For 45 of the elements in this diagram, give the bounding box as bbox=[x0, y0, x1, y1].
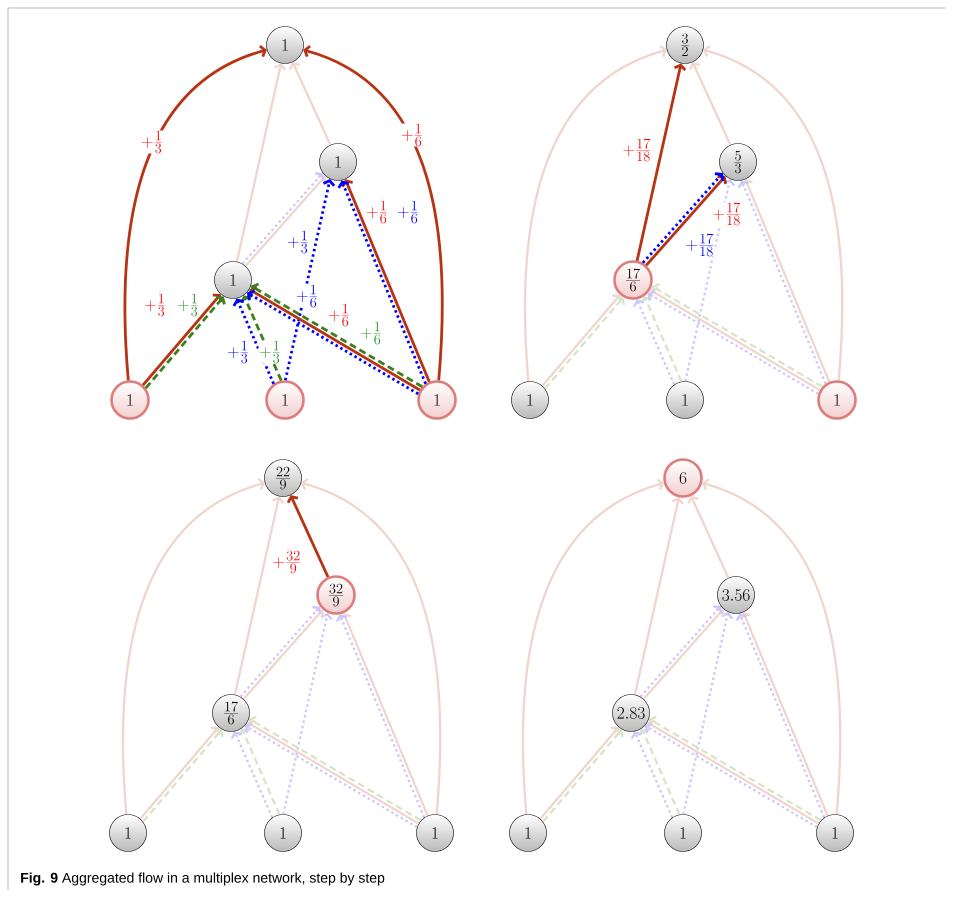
edge-label: $+\frac{17}{18}$ bbox=[622, 138, 652, 162]
arrow bbox=[232, 298, 275, 384]
arrow bbox=[636, 63, 686, 261]
arrow bbox=[687, 496, 730, 578]
arrow bbox=[301, 478, 442, 814]
edge-label: $+\frac{1}{6}$ bbox=[396, 200, 420, 224]
arrow bbox=[234, 496, 284, 695]
edge-label: $+\frac{1}{3}$ bbox=[258, 340, 282, 364]
edge-label: $+\frac{1}{6}$ bbox=[400, 123, 424, 147]
arrow bbox=[524, 45, 667, 382]
arrow bbox=[282, 612, 333, 814]
arrow bbox=[638, 728, 680, 815]
arrow bbox=[288, 62, 332, 146]
edge-label: $+\frac{1}{3}$ bbox=[140, 130, 164, 154]
arrow bbox=[284, 179, 336, 380]
edge-label: $+\frac{1}{6}$ bbox=[366, 200, 388, 224]
arrow bbox=[303, 44, 444, 380]
edge-label: $+\frac{17}{18}$ bbox=[712, 202, 742, 226]
arrow bbox=[682, 612, 734, 814]
caption: Fig. 9 Aggregated flow in a multiplex network, step by step bbox=[21, 872, 384, 886]
arrow bbox=[630, 731, 674, 818]
arrow bbox=[286, 495, 330, 578]
arrow bbox=[640, 296, 682, 382]
arrow bbox=[702, 478, 842, 814]
edge-label: $+\frac{1}{3}$ bbox=[286, 230, 310, 254]
arrow bbox=[236, 63, 286, 262]
arrow bbox=[632, 299, 676, 386]
edge-label: $+\frac{1}{3}$ bbox=[144, 293, 166, 317]
arrow bbox=[124, 44, 267, 380]
edge-label: $+\frac{1}{3}$ bbox=[176, 293, 200, 317]
edge-label: $+\frac{1}{3}$ bbox=[226, 340, 250, 364]
arrow bbox=[122, 478, 265, 814]
arrow bbox=[634, 497, 684, 695]
edge-label: $+\frac{1}{6}$ bbox=[360, 321, 382, 345]
arrow bbox=[230, 731, 274, 818]
edge-label: $+\frac{32}{9}$ bbox=[272, 550, 302, 574]
edge-label: $+\frac{1}{6}$ bbox=[328, 303, 350, 327]
arrow bbox=[238, 728, 280, 815]
arrow bbox=[688, 62, 732, 146]
arrow bbox=[522, 478, 664, 814]
arrow bbox=[703, 45, 844, 380]
arrow bbox=[684, 179, 736, 382]
edge-label: $+\frac{1}{6}$ bbox=[296, 284, 318, 308]
edge-label: $+\frac{17}{18}$ bbox=[685, 233, 715, 257]
arrow bbox=[240, 295, 283, 382]
